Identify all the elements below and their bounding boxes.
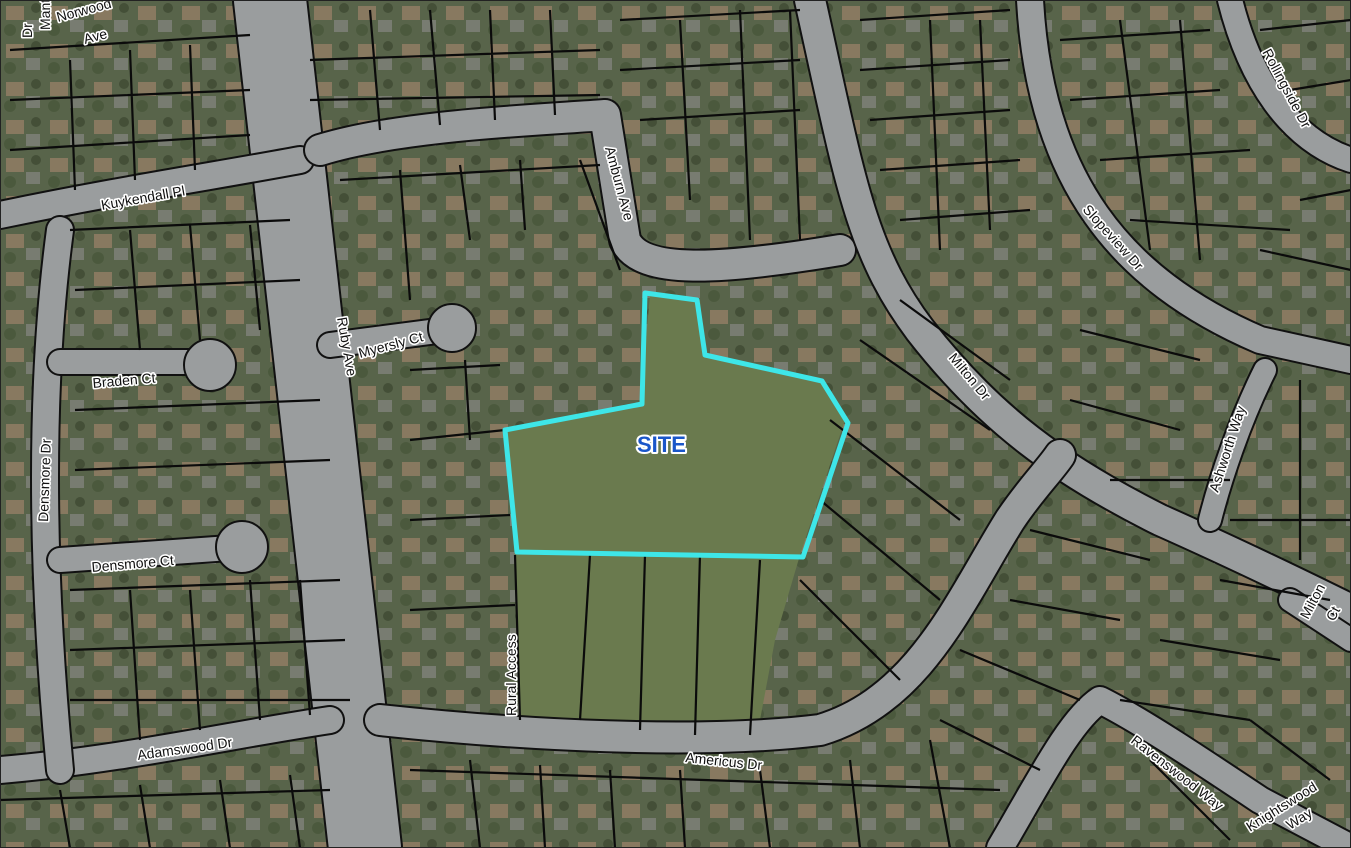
street-label-densmore-dr: Densmore Dr [35,438,54,522]
open-field [505,295,845,720]
street-label-rural-access: Rural Access [503,634,519,716]
site-label: SITE [637,432,686,457]
site-boundary[interactable] [502,290,851,560]
parcel-boundaries [0,8,1351,848]
street-label-mantis-dr-1: Mantis [37,0,53,30]
street-label-mantis-dr-2: Dr [19,23,35,38]
